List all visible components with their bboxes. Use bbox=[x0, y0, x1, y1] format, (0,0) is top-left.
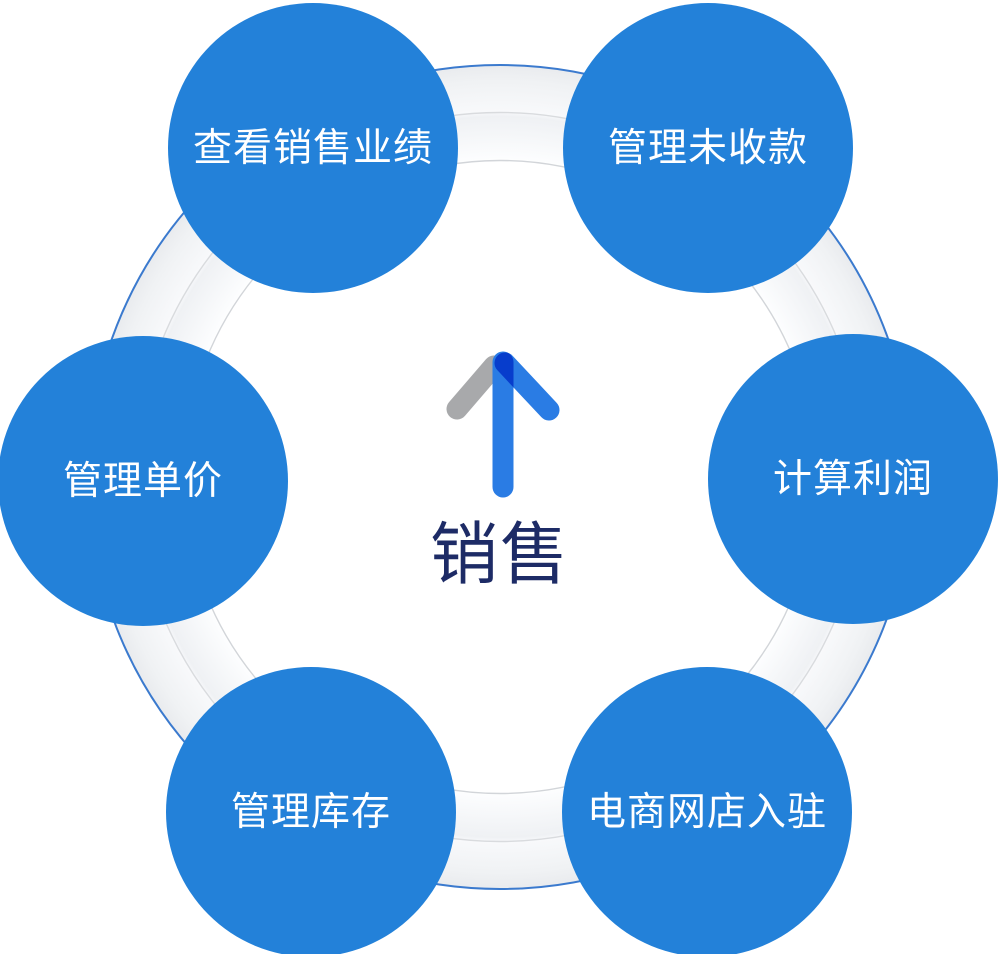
arrow-up-icon bbox=[446, 351, 560, 498]
node-manage-inventory: 管理库存 bbox=[166, 667, 456, 954]
node-label: 管理未收款 bbox=[607, 126, 808, 170]
node-label: 管理单价 bbox=[62, 459, 223, 503]
node-label: 电商网店入驻 bbox=[586, 790, 827, 834]
node-manage-unit-price: 管理单价 bbox=[0, 336, 288, 626]
node-label: 查看销售业绩 bbox=[192, 126, 433, 170]
node-ecommerce-store-entry: 电商网店入驻 bbox=[562, 667, 852, 954]
arrow-right-wing bbox=[494, 352, 560, 421]
arrow-left-wing-gray bbox=[446, 355, 505, 420]
node-label: 管理库存 bbox=[230, 790, 391, 834]
node-calculate-profit: 计算利润 bbox=[708, 334, 998, 624]
node-label: 计算利润 bbox=[772, 457, 933, 501]
node-view-sales-performance: 查看销售业绩 bbox=[168, 3, 458, 293]
node-manage-receivables: 管理未收款 bbox=[563, 3, 853, 293]
center-title: 销售 bbox=[429, 517, 571, 593]
